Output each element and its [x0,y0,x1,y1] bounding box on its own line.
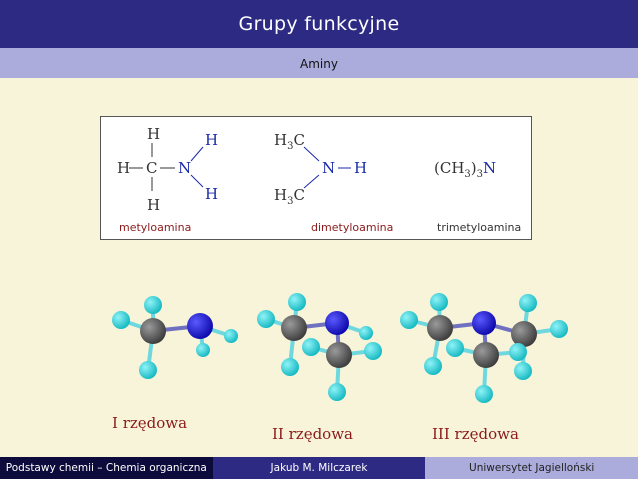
compound-name: trimetyloamina [437,221,522,234]
atom-h: H [205,131,218,149]
hydrogen-atom [446,339,464,357]
atom-c: C [146,159,157,177]
footer: Podstawy chemii – Chemia organiczna Jaku… [0,457,638,479]
nitrogen-atom [472,311,496,335]
hydrogen-atom [288,293,306,311]
hydrogen-atom [281,358,299,376]
footer-institution: Uniwersytet Jagielloński [425,457,638,479]
carbon-atom [473,342,499,368]
atom-n: N [322,159,335,177]
carbon-atom [140,318,166,344]
atom-n: N [178,159,191,177]
compound-name: dimetyloamina [311,221,394,234]
hydrogen-atom [359,326,373,340]
hydrogen-atom [550,320,568,338]
hydrogen-atom [112,311,130,329]
hydrogen-atom [509,343,527,361]
hydrogen-atom [430,293,448,311]
hydrogen-atom [144,296,162,314]
atom-h: H [147,196,160,214]
nitrogen-atom [187,313,213,339]
hydrogen-atom [224,329,238,343]
atom-h: H [147,125,160,143]
carbon-atom [427,315,453,341]
carbon-atom [511,321,537,347]
hydrogen-atom [196,343,210,357]
amine-order-label: I rzędowa [112,414,188,432]
hydrogen-atom [257,310,275,328]
hydrogen-atom [424,357,442,375]
ball-and-stick-models [112,293,568,403]
hydrogen-atom [139,361,157,379]
formula-panel: H H C N H H H H3C N H H3C (CH3)3N metylo… [100,116,532,240]
slide-title: Grupy funkcyjne [0,0,638,48]
footer-author: Jakub M. Milczarek [212,457,426,479]
compound-name: metyloamina [119,221,192,234]
carbon-atom [326,342,352,368]
atom-h: H [117,159,130,177]
atom-h: H [354,159,367,177]
footer-course: Podstawy chemii – Chemia organiczna [0,457,213,479]
methyl-group: H3C [274,131,305,152]
amine-order-label: III rzędowa [432,425,519,443]
structural-formulas: H H C N H H H H3C N H H3C (CH3)3N [117,125,496,214]
carbon-atom [281,315,307,341]
hydrogen-atom [328,383,346,401]
atom-h: H [205,185,218,203]
nitrogen-atom [325,311,349,335]
hydrogen-atom [302,338,320,356]
trimethyl-formula: (CH3)3N [434,159,496,180]
hydrogen-atom [514,362,532,380]
methyl-group: H3C [274,186,305,207]
hydrogen-atom [364,342,382,360]
hydrogen-atom [475,385,493,403]
amine-order-label: II rzędowa [272,425,353,443]
hydrogen-atom [400,311,418,329]
slide-subtitle: Aminy [0,48,638,78]
hydrogen-atom [519,294,537,312]
